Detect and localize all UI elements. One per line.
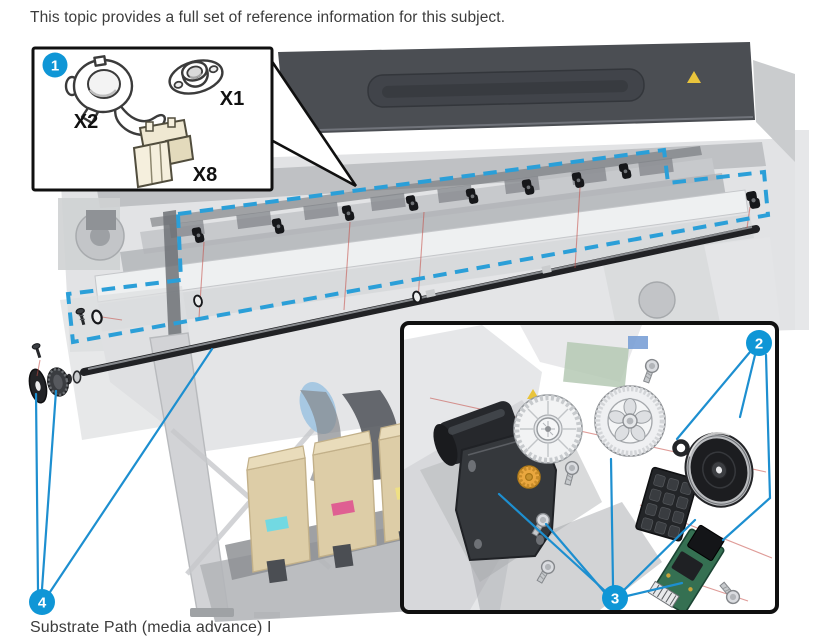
callout-4-leaders (34, 347, 214, 594)
legend-part-x2-drawing (64, 55, 167, 137)
legend-box: X2 X1 X8 (31, 46, 358, 192)
encoder-sensor-pcb (647, 524, 725, 610)
callout-number-2: 2 (755, 336, 763, 353)
encoder-disc (684, 432, 754, 508)
callout-circle-3 (602, 585, 628, 610)
topic-intro-text: This topic provides a full set of refere… (30, 9, 506, 26)
legend-part-x1-drawing (168, 59, 224, 95)
legend-label-x2: X2 (74, 111, 98, 133)
main-drive-gear (513, 394, 583, 464)
callout-number-1: 1 (51, 58, 59, 75)
callout-circle-1 (42, 52, 68, 78)
inset-detail-box: 2 3 (400, 321, 779, 614)
encoder-gear (594, 385, 666, 457)
callout-circle-2 (746, 330, 772, 356)
callout-number-4: 4 (38, 595, 47, 612)
pinion-gear (517, 465, 541, 489)
callout-circle-4 (29, 589, 55, 615)
ink-chip-cyan (265, 516, 289, 532)
callout-2-leaders (675, 350, 772, 542)
curing-module-beam (278, 42, 795, 162)
small-screw (31, 343, 42, 359)
warning-icon (687, 71, 701, 83)
callout-number-3: 3 (611, 591, 619, 608)
legend-label-x1: X1 (220, 88, 244, 110)
small-fastener-parts (75, 289, 423, 326)
callout-3-leaders (497, 457, 697, 598)
figure-caption: Substrate Path (media advance) I (30, 619, 272, 636)
roller-end-hub (46, 367, 70, 397)
highlight-dashed-outline (65, 147, 771, 345)
roller-end-disc (28, 368, 48, 404)
rubber-grid-pad (635, 439, 699, 542)
legend-label-x8: X8 (193, 164, 217, 186)
ink-chip-magenta (331, 500, 355, 516)
legend-part-x8-drawing (132, 117, 195, 189)
